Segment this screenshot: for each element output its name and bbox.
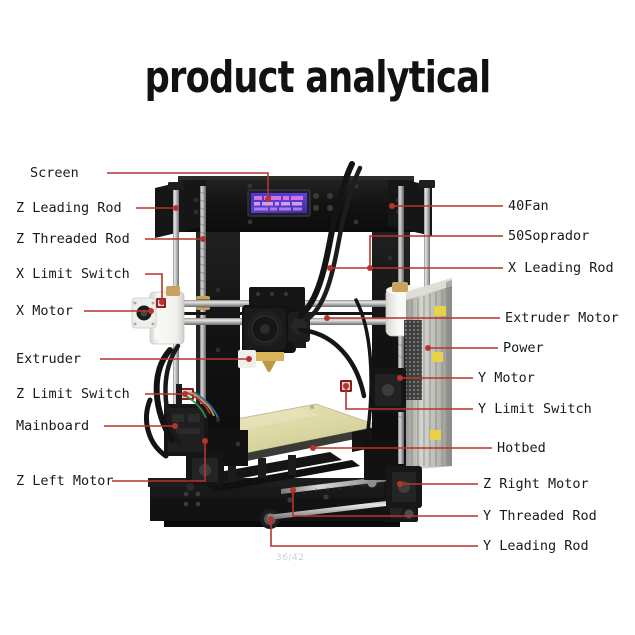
leader-line-y-leading-rod [270,519,478,547]
callout-label-50soprador: 50Soprador [508,228,590,244]
callout-label-40fan: 40Fan [508,198,549,214]
callout-label-y-threaded-rod: Y Threaded Rod [483,508,597,524]
leader-dot-z-limit-switch [182,391,188,397]
leader-dot-x-leading-rod [327,265,333,271]
callout-label-z-limit-switch: Z Limit Switch [16,386,130,402]
callout-label-mainboard: Mainboard [16,418,90,434]
leader-dot-mainboard [172,423,178,429]
leader-line-50soprador [369,235,503,268]
leader-dot-y-threaded-rod [290,487,296,493]
leader-dot-screen [265,196,271,202]
printer-part-y-leading-rod [268,498,412,520]
leader-dot-40fan [389,203,395,209]
callout-label-x-motor: X Motor [16,303,73,319]
callout-label-screen: Screen [30,165,79,181]
printer-part-y-motor[interactable] [370,368,406,412]
callout-label-z-right-motor: Z Right Motor [483,476,589,492]
leader-dot-z-leading-rod [173,205,179,211]
callout-label-extruder-motor: Extruder Motor [505,310,619,326]
leader-dot-y-leading-rod [268,516,274,522]
printer-part-extruder[interactable] [238,161,367,399]
callout-label-z-threaded-rod: Z Threaded Rod [16,231,130,247]
callout-label-y-motor: Y Motor [478,370,535,386]
callout-label-y-limit-switch: Y Limit Switch [478,401,592,417]
leader-line-y-limit-switch [345,386,473,410]
callout-label-power: Power [503,340,544,356]
leader-dot-x-motor [148,308,154,314]
leader-dot-power [425,345,431,351]
leader-dot-50soprador [367,265,373,271]
printer-part-mainboard [144,343,219,459]
leader-line-x-limit-switch [145,273,163,302]
callout-label-x-leading-rod: X Leading Rod [508,260,614,276]
leader-dot-y-motor [397,375,403,381]
watermark: 36/42 [276,553,305,563]
leader-dot-x-limit-switch [159,299,165,305]
printer-part-screen[interactable] [247,189,311,217]
printer-part-40fan [244,308,286,350]
leader-dot-extruder-motor [324,315,330,321]
callout-label-y-leading-rod: Y Leading Rod [483,538,589,554]
callout-label-z-leading-rod: Z Leading Rod [16,200,122,216]
leader-line-screen [107,172,269,199]
leader-line-y-threaded-rod [292,490,478,517]
leader-dot-extruder [246,356,252,362]
callout-label-extruder: Extruder [16,351,82,367]
printer-part-cable [354,298,373,432]
callout-label-z-left-motor: Z Left Motor [16,473,114,489]
leader-dot-z-right-motor [397,481,403,487]
leader-dot-z-left-motor [202,438,208,444]
callout-label-hotbed: Hotbed [497,440,546,456]
leader-dot-hotbed [310,445,316,451]
leader-dot-y-limit-switch [343,383,349,389]
leader-dot-z-threaded-rod [200,236,206,242]
leader-line-z-left-motor [112,441,206,482]
callout-label-x-limit-switch: X Limit Switch [16,266,130,282]
page-title: product analytical [144,52,492,103]
